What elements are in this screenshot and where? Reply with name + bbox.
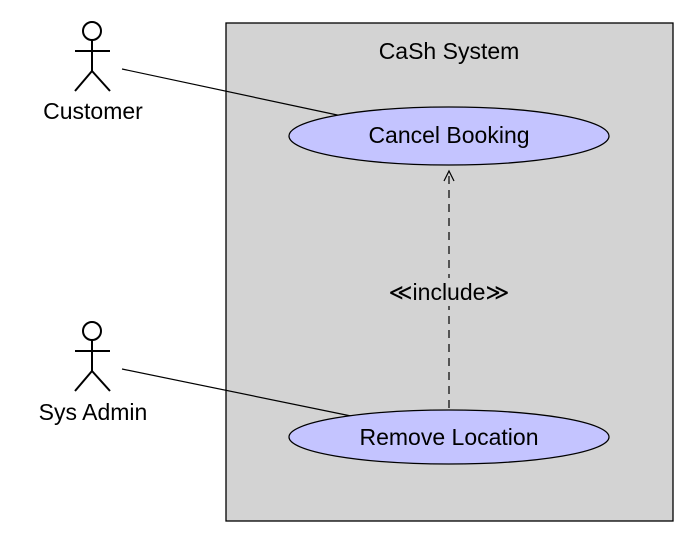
include-arrowhead: [443, 169, 455, 182]
include-label: ≪include≫: [388, 279, 509, 305]
use-case-label: Cancel Booking: [368, 122, 529, 148]
association-sys-admin-remove-location: [121, 368, 352, 417]
include-label-background: [384, 278, 516, 306]
stick-figure-icon: [74, 21, 111, 92]
actor-label: Customer: [43, 98, 143, 124]
use-case-label: Remove Location: [360, 424, 539, 450]
stick-figure-icon: [74, 321, 111, 392]
use-case-ellipse: [288, 409, 610, 465]
actor-label: Sys Admin: [39, 399, 148, 425]
actor-customer[interactable]: Customer: [43, 21, 143, 124]
use-case-cancel-booking[interactable]: Cancel Booking: [288, 106, 610, 166]
use-case-ellipse: [288, 106, 610, 166]
system-title: CaSh System: [379, 38, 520, 64]
actor-sys-admin[interactable]: Sys Admin: [39, 321, 148, 425]
use-case-remove-location[interactable]: Remove Location: [288, 409, 610, 465]
association-customer-cancel-booking: [121, 68, 343, 117]
